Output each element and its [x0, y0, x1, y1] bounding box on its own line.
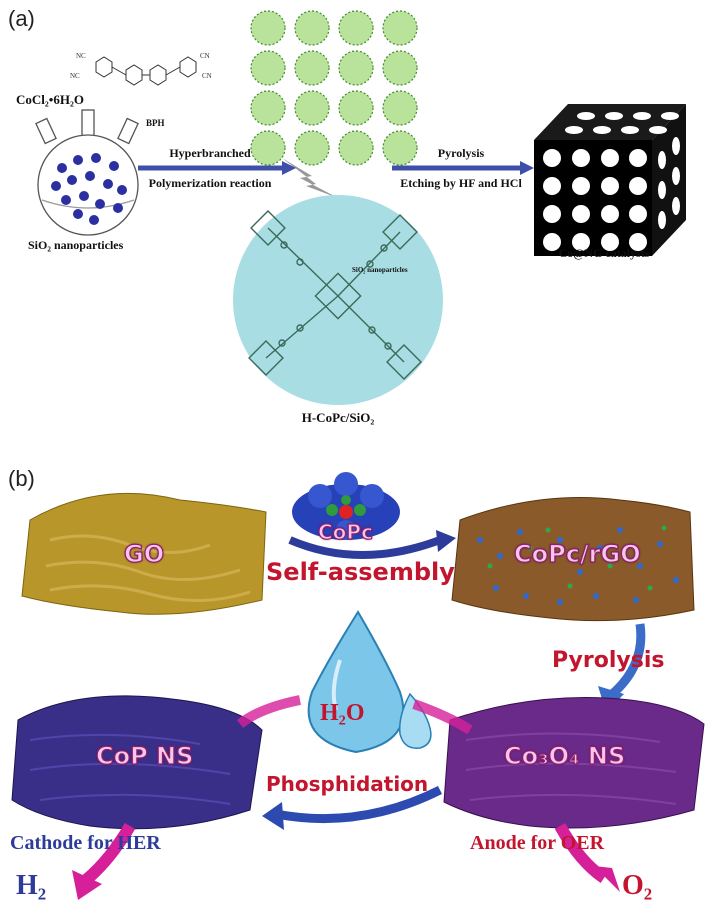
phosphidation-arrow — [275, 785, 443, 824]
arrow1-top-label: Hyperbranched — [169, 146, 251, 160]
copc-label: CoPc — [317, 519, 373, 544]
svg-text:CN: CN — [202, 72, 212, 80]
copc-rgo-sheet — [451, 497, 695, 622]
reaction-arrow-2 — [392, 161, 534, 175]
go-ripples — [45, 534, 251, 603]
svg-text:CN: CN — [200, 52, 210, 60]
arrow1-bottom-label: Polymerization reaction — [148, 176, 272, 190]
svg-text:NC: NC — [70, 72, 80, 80]
svg-text:NC: NC — [76, 52, 86, 60]
flask-label: SiO₂ nanoparticles — [28, 238, 124, 252]
co3o4-ns-label: Co₃O₄ NS — [503, 741, 626, 770]
h2-arrow — [82, 822, 136, 885]
silica-bead-grid — [250, 10, 418, 166]
catalyst-label: Co@NG catalysts — [558, 246, 650, 260]
water-drop — [307, 610, 432, 754]
flask — [35, 109, 139, 236]
copc-rgo-label: CoPc/rGO — [513, 539, 641, 568]
reaction-arrow-1 — [138, 161, 296, 175]
cathode-label: Cathode for HER — [10, 832, 161, 854]
bph-label: BPH — [146, 118, 165, 128]
polymer-network — [248, 210, 422, 380]
pyrolysis-arrow — [607, 623, 646, 700]
sphere-inner-label: SiO₂ nanoparticles — [352, 266, 408, 274]
water-label: H₂O — [320, 700, 365, 726]
pyrolysis-label: Pyrolysis — [552, 648, 665, 673]
copc-molecule — [292, 472, 400, 540]
go-label: GO — [123, 539, 165, 568]
pink-arrow-right — [412, 699, 473, 735]
self-assembly-arrow — [288, 536, 442, 559]
arrow2-bottom-label: Etching by HF and HCl — [400, 176, 522, 190]
anode-label: Anode for OER — [470, 832, 605, 854]
porous-cube — [534, 104, 686, 256]
pink-arrow-left — [236, 695, 301, 728]
panel-b-label: (b) — [8, 466, 35, 491]
cop-ns-label: CoP NS — [95, 741, 194, 770]
panel-a-label: (a) — [8, 6, 35, 31]
phosphidation-label: Phosphidation — [266, 772, 429, 796]
o2-label: O₂ — [622, 870, 653, 901]
reagent-label: CoCl₂•6H₂O — [16, 92, 84, 107]
o2-arrow — [554, 823, 608, 883]
self-assembly-label: Self-assembly — [266, 558, 455, 586]
arrow2-top-label: Pyrolysis — [437, 146, 485, 160]
sphere-label: H-CoPc/SiO₂ — [301, 410, 375, 425]
monomer-structure: NC NC CN CN — [70, 52, 212, 86]
flask-nanoparticles — [51, 153, 127, 225]
h2-label: H₂ — [16, 870, 47, 901]
copc-rgo-dots — [477, 527, 679, 605]
go-sheet — [21, 492, 267, 615]
